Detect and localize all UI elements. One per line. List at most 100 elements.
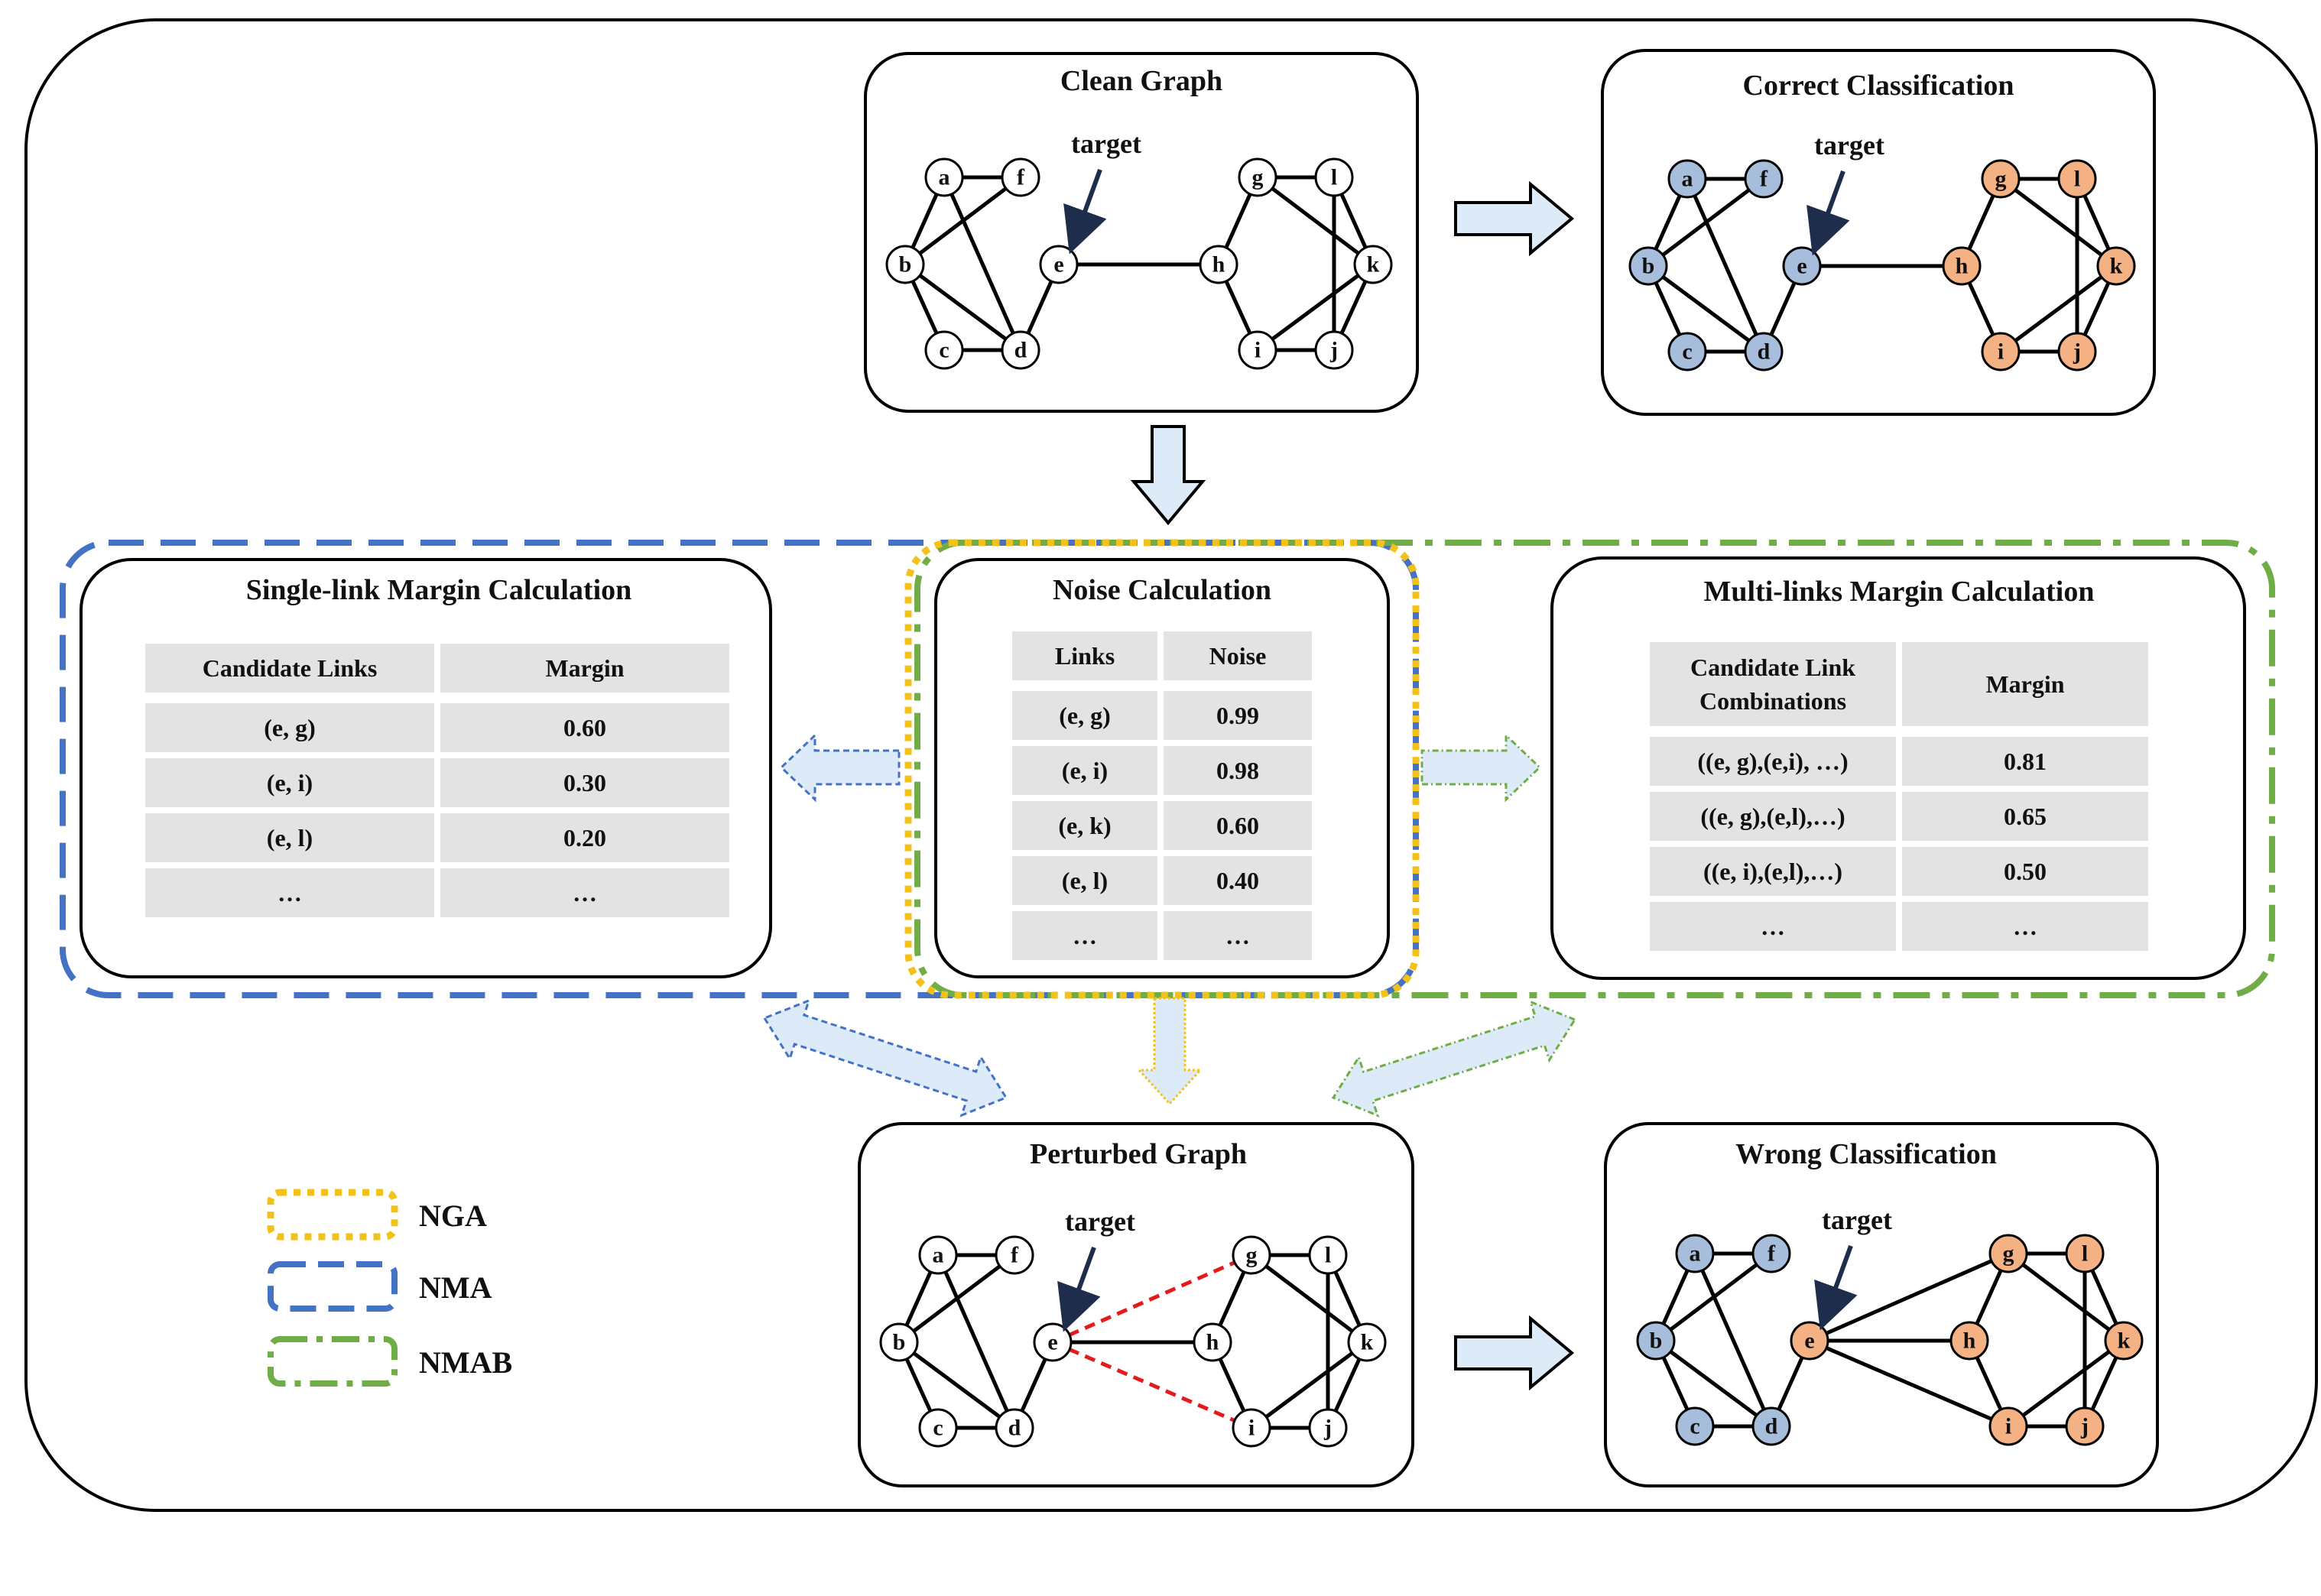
noise-cell (1012, 911, 1157, 960)
edge-g-k (1256, 176, 1375, 266)
node-label-d: d (1758, 339, 1771, 365)
edge-g-k (1999, 177, 2118, 268)
node-label-h: h (1206, 1330, 1219, 1355)
noise-cell (1164, 801, 1312, 850)
node-h (1949, 1321, 1989, 1361)
single-link-header-cell (145, 644, 434, 693)
multi-link-cell (1650, 847, 1896, 896)
node-b (1628, 246, 1668, 286)
node-label-k: k (2118, 1328, 2131, 1354)
multi-link-cell-text: 0.50 (2004, 858, 2047, 885)
arrow-noise-to-perturbed (1136, 997, 1203, 1106)
edge-i-k (1256, 262, 1375, 352)
node-g (1238, 157, 1277, 197)
wrong-classification-panel (1604, 1122, 2159, 1487)
node-label-f: f (1768, 1241, 1776, 1267)
node-k (2104, 1321, 2144, 1361)
edge-b-d (898, 1340, 1016, 1430)
node-label-a: a (1690, 1241, 1701, 1267)
node-label-h: h (1963, 1328, 1976, 1354)
single-link-cell-text: (e, i) (267, 769, 313, 796)
noise-header-cell (1012, 631, 1157, 680)
node-label-j: j (1329, 338, 1338, 363)
node-a (924, 157, 964, 197)
node-label-b: b (899, 252, 912, 277)
single-link-cell-text: 0.20 (563, 824, 606, 852)
node-a (918, 1235, 958, 1275)
node-label-c: c (1682, 339, 1692, 365)
noise-panel (934, 558, 1390, 978)
noise-cell (1012, 746, 1157, 795)
noise-title: Noise Calculation (1053, 574, 1271, 606)
single-link-cell-text: 0.30 (563, 769, 606, 796)
multi-link-header-text: Combinations (1699, 687, 1846, 715)
single-link-title: Single-link Margin Calculation (246, 574, 632, 606)
noise-header-text: Links (1055, 642, 1115, 670)
node-label-j: j (2073, 339, 2081, 365)
legend-nga-swatch (267, 1189, 398, 1241)
node-label-j: j (1323, 1416, 1332, 1441)
multi-link-header-text: Candidate Link (1690, 654, 1855, 681)
node-label-c: c (1690, 1414, 1699, 1439)
node-h (1942, 246, 1982, 286)
node-l (2057, 159, 2097, 199)
multi-link-cell-text: … (1761, 913, 1785, 940)
multi-link-cell-text: … (2013, 913, 2037, 940)
multi-link-header-text: Margin (1985, 670, 2064, 698)
node-label-b: b (893, 1330, 906, 1355)
multi-link-cell (1650, 902, 1896, 951)
node-label-h: h (1956, 254, 1969, 279)
multi-link-cell-text: ((e, g),(e,l),…) (1700, 803, 1845, 830)
node-label-a: a (939, 165, 950, 190)
node-d (1001, 330, 1040, 370)
noise-cell-text: 0.60 (1216, 812, 1259, 839)
correct-classification-title: Correct Classification (1743, 70, 2014, 102)
edge-a-d (1693, 1252, 1774, 1428)
node-label-f: f (1760, 167, 1768, 192)
single-link-cell (440, 868, 729, 917)
node-i (1238, 330, 1277, 370)
single-link-cell (145, 703, 434, 752)
node-h (1199, 245, 1238, 284)
noise-cell (1164, 856, 1312, 905)
node-i (1988, 1406, 2028, 1446)
node-k (1347, 1322, 1387, 1362)
noise-cell-text: (e, l) (1062, 867, 1108, 894)
node-label-l: l (1331, 165, 1337, 190)
node-label-i: i (1255, 338, 1261, 363)
node-c (918, 1408, 958, 1448)
outer-frame (24, 18, 2318, 1512)
edge-a-d (1685, 177, 1766, 353)
multi-link-cell (1902, 847, 2148, 896)
node-g (1232, 1235, 1271, 1275)
node-label-e: e (1804, 1328, 1814, 1354)
node-label-a: a (1682, 167, 1693, 192)
clean-graph-panel (864, 52, 1419, 413)
single-link-cell (145, 813, 434, 862)
target-label: target (1814, 130, 1884, 161)
noise-cell (1164, 746, 1312, 795)
node-g (1988, 1234, 2028, 1273)
edge-b-d (1654, 1338, 1773, 1429)
node-i (1232, 1408, 1271, 1448)
noise-cell (1012, 691, 1157, 740)
node-a (1675, 1234, 1715, 1273)
noise-header-text: Noise (1209, 642, 1267, 670)
edge-b-d (904, 262, 1022, 352)
multi-link-header-cell (1650, 642, 1896, 726)
multi-link-title: Multi-links Margin Calculation (1704, 576, 2095, 608)
node-j (2057, 332, 2097, 371)
node-label-e: e (1797, 254, 1806, 279)
nma-group-outline (60, 540, 1419, 998)
arrow-clean-to-noise (1130, 425, 1206, 526)
added-edge-e-i (1052, 1340, 1252, 1430)
edge-i-k (1250, 1340, 1368, 1430)
nmab-group-outline (914, 540, 2275, 998)
node-k (2096, 246, 2136, 286)
node-e (1790, 1321, 1829, 1361)
